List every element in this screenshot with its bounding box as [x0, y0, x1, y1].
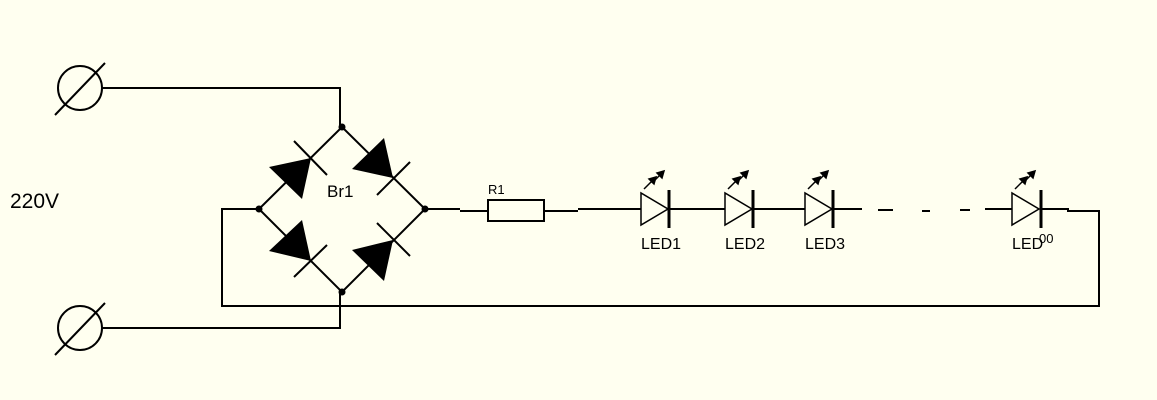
resistor-label: R1: [488, 182, 505, 197]
diode-upper-right: [352, 138, 411, 196]
led-3: LED3: [804, 169, 845, 253]
light-arrows-icon: [643, 169, 666, 190]
light-arrows-icon: [807, 169, 830, 190]
diode-upper-left: [269, 140, 328, 199]
led-label: LED3: [805, 236, 845, 253]
wires: [102, 87, 1100, 329]
led-label: LED: [1012, 236, 1043, 253]
led-label: LED1: [641, 236, 681, 253]
light-arrows-icon: [1014, 169, 1037, 190]
light-arrows-icon: [727, 169, 750, 190]
led-100: LED 00: [1011, 169, 1053, 253]
resistor-r1: R1: [487, 182, 545, 222]
led-label-suffix: 00: [1039, 231, 1053, 246]
led-2: LED2: [724, 169, 765, 253]
bridge-label: Br1: [327, 182, 353, 201]
led-1: LED1: [640, 169, 681, 253]
ac-terminal-top: [54, 62, 106, 116]
ac-terminal-bottom: [54, 302, 106, 356]
led-label: LED2: [725, 236, 765, 253]
diode-lower-left: [269, 220, 328, 278]
bridge-rectifier: Br1: [255, 123, 429, 296]
diode-lower-right: [352, 222, 411, 281]
supply-voltage-label: 220V: [10, 190, 59, 213]
